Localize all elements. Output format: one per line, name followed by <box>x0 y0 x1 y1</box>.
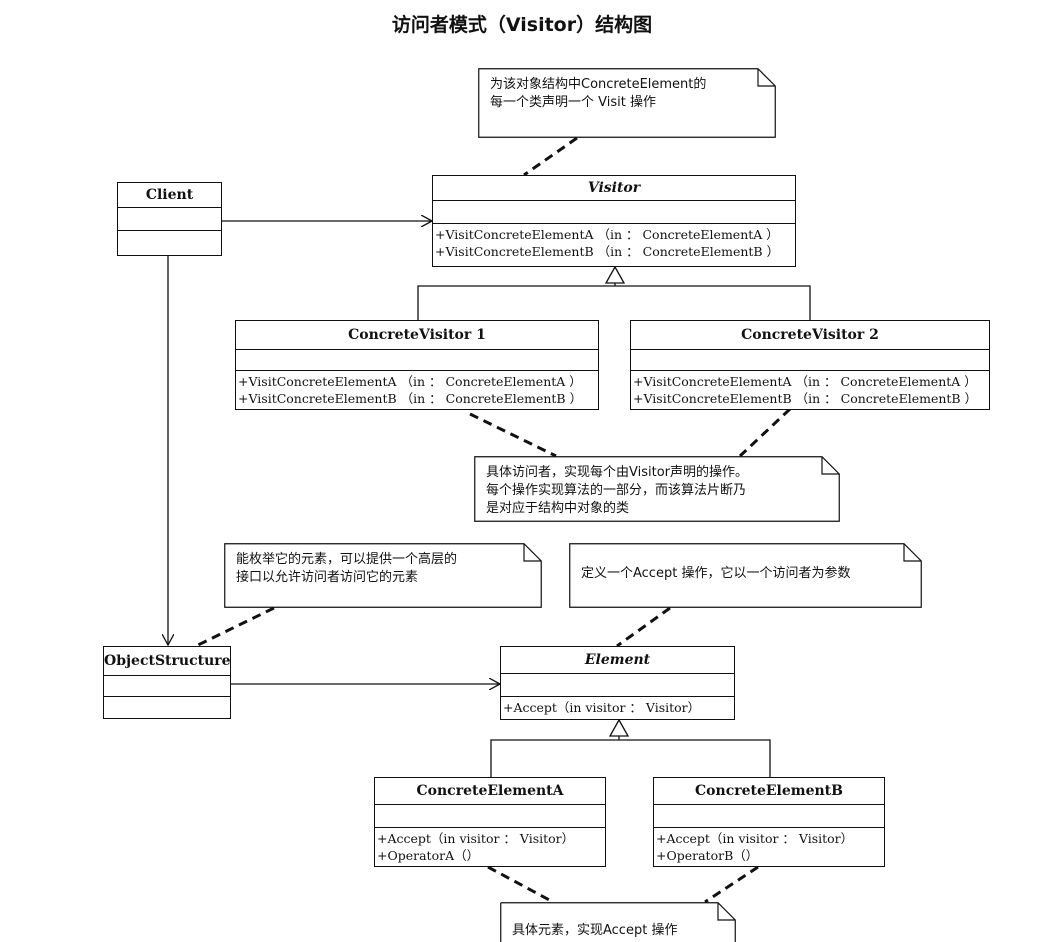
class-object-structure[interactable]: ObjectStructure <box>103 646 231 719</box>
operation: +VisitConcreteElementB （in ： ConcreteEle… <box>435 244 780 259</box>
note-line: 定义一个Accept 操作，它以一个访问者为参数 <box>581 566 851 581</box>
class-name: ConcreteElementB <box>654 778 884 805</box>
note-line: 每一个类声明一个 Visit 操作 <box>490 95 656 110</box>
class-operations <box>104 697 230 718</box>
note-line: 每个操作实现算法的一部分，而该算法片断乃 <box>486 483 747 498</box>
operation: +VisitConcreteElementA （in ： ConcreteEle… <box>435 227 779 242</box>
note-line: 具体元素，实现Accept 操作 <box>512 923 678 938</box>
class-operations: +VisitConcreteElementA （in ： ConcreteEle… <box>631 371 989 409</box>
element-generalization <box>490 718 771 777</box>
visitor-generalization <box>417 265 811 320</box>
class-operations <box>118 231 221 255</box>
class-visitor[interactable]: Visitor +VisitConcreteElementA （in ： Con… <box>432 175 796 267</box>
class-concrete-visitor-1[interactable]: ConcreteVisitor 1 +VisitConcreteElementA… <box>235 320 599 410</box>
class-operations: +VisitConcreteElementA （in ： ConcreteEle… <box>433 224 795 266</box>
note-line: 具体访问者，实现每个由Visitor声明的操作。 <box>486 465 748 480</box>
concrete-element-note: 具体元素，实现Accept 操作 <box>500 902 736 942</box>
class-operations: +VisitConcreteElementA （in ： ConcreteEle… <box>236 371 598 409</box>
class-attributes <box>118 208 221 231</box>
objectstructure-note-link <box>195 606 275 648</box>
concrete-visitor-note: 具体访问者，实现每个由Visitor声明的操作。 每个操作实现算法的一部分，而该… <box>474 456 840 522</box>
visitor-note-link <box>523 136 578 177</box>
diagram-title: 访问者模式（Visitor）结构图 <box>391 14 653 36</box>
class-attributes <box>631 350 989 371</box>
concrete-visitor-note-link-2 <box>738 407 792 458</box>
class-attributes <box>104 676 230 697</box>
class-client[interactable]: Client <box>117 182 222 256</box>
class-operations: +Accept（in visitor ： Visitor） +OperatorA… <box>375 828 605 866</box>
objectstructure-note: 能枚举它的元素，可以提供一个高层的 接口以允许访问者访问它的元素 <box>224 543 542 608</box>
class-name: ObjectStructure <box>104 647 231 676</box>
class-operations: +Accept（in visitor ： Visitor） +OperatorB… <box>654 828 884 866</box>
operation: +OperatorA（） <box>377 848 480 863</box>
operation: +VisitConcreteElementB （in ： ConcreteEle… <box>633 391 978 406</box>
class-attributes <box>236 350 598 371</box>
visitor-note: 为该对象结构中ConcreteElement的 每一个类声明一个 Visit 操… <box>478 68 776 138</box>
class-concrete-element-a[interactable]: ConcreteElementA +Accept（in visitor ： Vi… <box>374 777 606 867</box>
operation: +VisitConcreteElementB （in ： ConcreteEle… <box>238 391 583 406</box>
concrete-element-note-link-b <box>704 865 759 904</box>
class-name: Visitor <box>433 176 795 201</box>
class-attributes <box>375 805 605 828</box>
operation: +VisitConcreteElementA （in ： ConcreteEle… <box>238 374 582 389</box>
class-attributes <box>433 201 795 224</box>
operation: +Accept（in visitor ： Visitor） <box>377 831 575 846</box>
concrete-visitor-note-link-1 <box>469 412 557 458</box>
operation: +OperatorB（） <box>656 848 759 863</box>
operation: +Accept（in visitor ： Visitor） <box>656 831 854 846</box>
note-line: 为该对象结构中ConcreteElement的 <box>490 77 707 92</box>
class-attributes <box>654 805 884 828</box>
class-name: Element <box>501 647 734 674</box>
class-concrete-element-b[interactable]: ConcreteElementB +Accept（in visitor ： Vi… <box>653 777 885 867</box>
operation: +Accept（in visitor ： Visitor） <box>503 700 701 715</box>
element-note: 定义一个Accept 操作，它以一个访问者为参数 <box>569 543 922 608</box>
class-name: ConcreteElementA <box>375 778 605 805</box>
concrete-element-note-link-a <box>487 865 554 904</box>
note-line: 接口以允许访问者访问它的元素 <box>236 570 419 585</box>
class-element[interactable]: Element +Accept（in visitor ： Visitor） <box>500 646 735 720</box>
class-name: ConcreteVisitor 1 <box>236 321 598 350</box>
class-operations: +Accept（in visitor ： Visitor） <box>501 697 734 719</box>
element-note-link <box>616 606 671 648</box>
class-name: Client <box>118 183 221 208</box>
class-concrete-visitor-2[interactable]: ConcreteVisitor 2 +VisitConcreteElementA… <box>630 320 990 410</box>
class-attributes <box>501 674 734 697</box>
operation: +VisitConcreteElementA （in ： ConcreteEle… <box>633 374 977 389</box>
class-name: ConcreteVisitor 2 <box>631 321 989 350</box>
note-line: 能枚举它的元素，可以提供一个高层的 <box>236 552 458 567</box>
note-line: 是对应于结构中对象的类 <box>486 501 630 516</box>
